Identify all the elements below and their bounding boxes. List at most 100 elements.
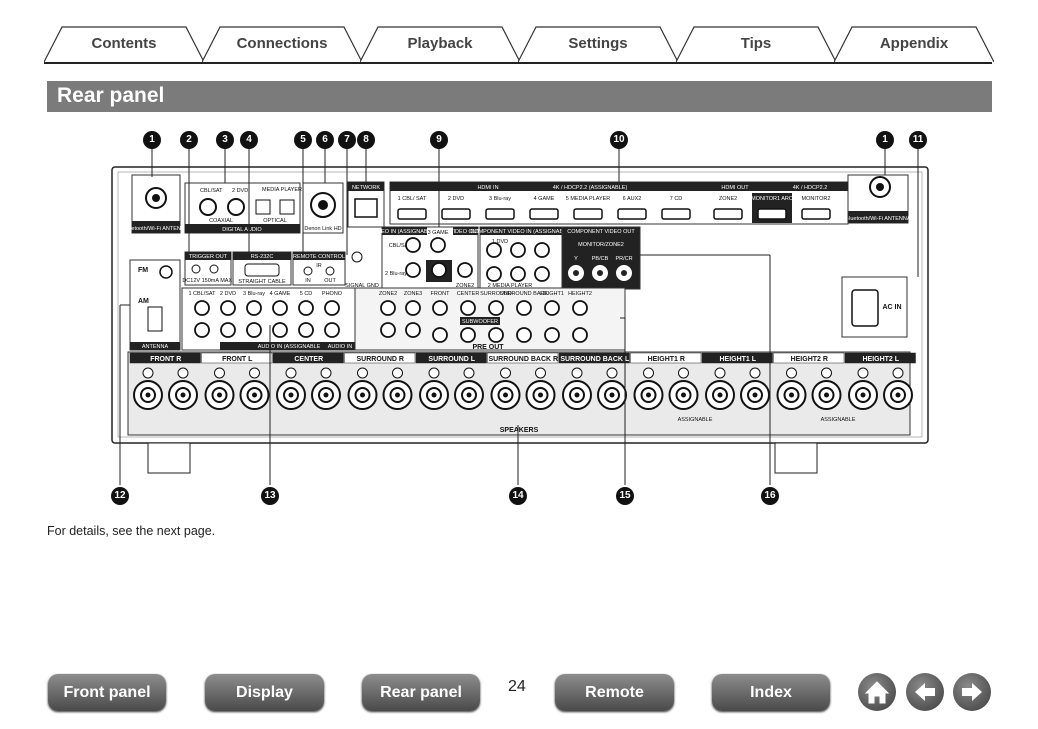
component-out-jack-label: Y (574, 256, 578, 262)
speaker-terminal-center (360, 392, 365, 398)
signal-gnd-label: SIGNAL GND (345, 283, 379, 289)
remote-out-label: OUT (324, 278, 336, 284)
video-zone2-label: ZONE2 (456, 283, 474, 289)
speakers-label: SPEAKERS (500, 427, 539, 434)
hdmi-in-port-label: 4 GAME (534, 196, 555, 202)
audio-in-jack-right (298, 322, 314, 338)
monitor-label: MONITOR (426, 283, 452, 289)
tab-contents[interactable]: Contents (44, 26, 204, 62)
page-title: Rear panel (57, 84, 165, 107)
hdmi-out-port (757, 208, 787, 220)
straight-cable-label: STRAIGHT CABLE (238, 279, 286, 285)
speaker-polarity-marker (214, 367, 225, 379)
pre-out-jack-label: SURROUND (480, 291, 512, 297)
speaker-group-header (701, 352, 773, 364)
trigger-spec: DC12V 150mA MAX. (182, 278, 234, 284)
callout-1-right: 1 (876, 131, 894, 149)
tab-label: Tips (740, 35, 772, 52)
callout-7: 7 (338, 131, 356, 149)
speaker-terminal-center (609, 392, 615, 398)
pre-out-label: PRE OUT (472, 344, 504, 351)
display-button[interactable]: Display (205, 674, 324, 711)
speaker-polarity-marker (463, 367, 475, 379)
back-button[interactable] (906, 673, 944, 711)
tab-label: Connections (236, 35, 328, 52)
forward-button[interactable] (953, 673, 991, 711)
zone-out-jack-left (380, 300, 396, 316)
audio-in-jack-right (246, 322, 262, 338)
callout-6: 6 (316, 131, 334, 149)
component-in-jacks (486, 242, 550, 282)
component-out-jack-center (621, 270, 627, 276)
speaker-polarity-marker (714, 367, 726, 379)
speaker-polarity-marker (892, 367, 904, 379)
speaker-terminal-center (895, 392, 901, 398)
tab-connections[interactable]: Connections (202, 26, 362, 62)
pre-out-jack-left (516, 300, 532, 316)
speaker-group-label: CENTER (294, 356, 323, 363)
hdmi-in-port-label: 5 MEDIA PLAYER (566, 196, 611, 202)
speaker-group-header (415, 352, 487, 364)
speaker-polarity-marker (357, 367, 368, 379)
game3-label: 3 GAME (428, 230, 449, 236)
component-in-jack (510, 266, 526, 282)
speaker-polarity-marker (749, 367, 761, 379)
home-button[interactable] (858, 673, 896, 711)
pre-out-jack-label: FRONT (431, 291, 451, 297)
speaker-terminal-center (145, 392, 151, 398)
tab-appendix[interactable]: Appendix (834, 26, 994, 62)
zone3-out-label: ZONE3 (404, 291, 422, 297)
digital-audio-label: DIGITAL AUDIO (222, 227, 262, 233)
hdmi-in-port-label: 7 CD (670, 196, 683, 202)
zone-out-jack-right (380, 322, 396, 338)
chassis-inner (117, 171, 923, 438)
audio-in-short-label: AUDIO IN (328, 344, 352, 350)
callout-16: 16 (761, 487, 779, 505)
speaker-group-header (844, 352, 916, 364)
video-in-label: VIDEO IN (ASSIGNABLE) (372, 229, 436, 235)
tab-playback[interactable]: Playback (360, 26, 520, 62)
audio-in-jack-label: 1 CBL/SAT (188, 291, 216, 297)
pre-out-jack-left (544, 300, 560, 316)
speaker-terminal-center (860, 392, 866, 398)
speaker-group-header (773, 352, 845, 364)
tab-settings[interactable]: Settings (518, 26, 678, 62)
hdmi-out-label: HDMI OUT (721, 185, 749, 191)
speaker-polarity-marker (606, 367, 618, 379)
arrow-left-icon (915, 683, 935, 701)
front-panel-button[interactable]: Front panel (48, 674, 166, 711)
remote-in-label: IN (305, 278, 311, 284)
hdcp-out-label: 4K / HDCP2.2 (793, 185, 828, 191)
speaker-polarity-marker (392, 367, 403, 379)
rear-panel-button[interactable]: Rear panel (362, 674, 480, 711)
pre-out-jack-left (432, 300, 448, 316)
callout-10: 10 (610, 131, 628, 149)
index-button[interactable]: Index (712, 674, 830, 711)
hdmi-in-port (661, 208, 691, 220)
speaker-group-header (558, 352, 630, 364)
hdmi-in-port (485, 208, 515, 220)
home-icon (864, 681, 890, 704)
pre-out-jack-left (488, 300, 504, 316)
speaker-polarity-marker (821, 367, 832, 379)
tab-tips[interactable]: Tips (676, 26, 836, 62)
audio-in-jack-label: 4 GAME (270, 291, 291, 297)
pre-out-jack-right (516, 327, 532, 343)
remote-button[interactable]: Remote (555, 674, 674, 711)
speaker-terminal-center (717, 392, 723, 398)
component-out-jack-center (573, 270, 579, 276)
signal-gnd-screw (351, 251, 363, 263)
audio-in-jack-label: 5 CD (300, 291, 313, 297)
speaker-polarity-marker (320, 367, 332, 379)
video-out-label: VIDEO OUT (450, 229, 481, 235)
hdmi-in-port (397, 208, 427, 220)
pre-out-jack-right (544, 327, 560, 343)
speaker-terminal-center (288, 392, 294, 398)
callout-8: 8 (357, 131, 375, 149)
bluray2-label: 2 Blu-ray (385, 271, 407, 277)
hdmi-out-port-label: ZONE2 (719, 196, 737, 202)
phono-label: PHONO (322, 291, 343, 297)
audio-in-jack-right (272, 322, 288, 338)
